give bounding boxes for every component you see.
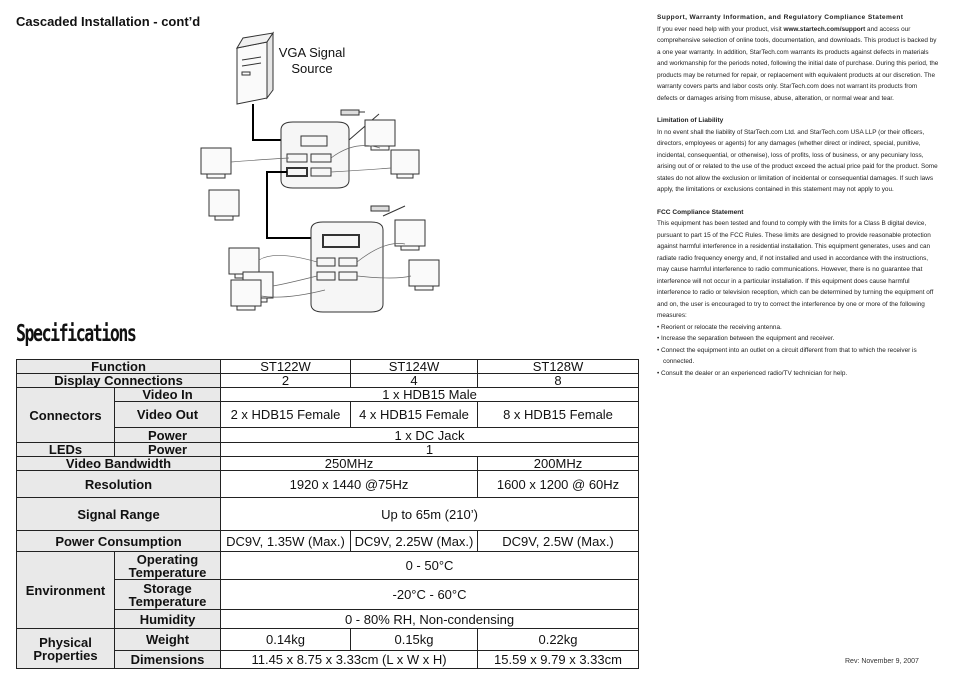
table-cell: 250MHz (220, 456, 479, 471)
model-cell: ST124W (350, 359, 479, 374)
revision-date: Rev: November 9, 2007 (845, 658, 919, 665)
table-cell: DC9V, 2.25W (Max.) (350, 530, 479, 552)
support-paragraph: If you ever need help with your product,… (657, 25, 939, 102)
table-cell: 0.22kg (477, 628, 640, 651)
resolution-header: Resolution (15, 470, 222, 498)
table-row: LEDs Power 1 (16, 442, 640, 457)
environment-header: Environment (16, 551, 115, 629)
connectors-header: Connectors (16, 387, 115, 443)
function-header: Function (15, 359, 222, 374)
list-item: • Consult the dealer or an experienced r… (657, 369, 848, 377)
table-row: Power Consumption DC9V, 1.35W (Max.) DC9… (15, 530, 640, 552)
signal-range-header: Signal Range (15, 497, 222, 531)
table-cell: 15.59 x 9.79 x 3.33cm (477, 650, 640, 669)
table-cell: 2 (220, 373, 352, 388)
fcc-title: FCC Compliance Statement (657, 208, 744, 216)
table-cell: 1 x DC Jack (220, 427, 640, 443)
model-cell: ST122W (220, 359, 352, 374)
video-bandwidth-header: Video Bandwidth (15, 456, 222, 471)
weight-header: Weight (113, 628, 222, 651)
fcc-measures-list: • Reorient or relocate the receiving ant… (657, 322, 939, 380)
pc-tower-icon (235, 31, 275, 105)
table-row: Video Out 2 x HDB15 Female 4 x HDB15 Fem… (17, 401, 640, 428)
table-cell: 8 (477, 373, 640, 388)
table-cell: 11.45 x 8.75 x 3.33cm (L x W x H) (220, 650, 479, 669)
page-title: Cascaded Installation - cont’d (16, 14, 201, 29)
table-row: Display Connections 2 4 8 (15, 373, 640, 388)
table-row: Resolution 1920 x 1440 @75Hz 1600 x 1200… (15, 470, 640, 498)
table-cell: -20°C - 60°C (220, 579, 640, 610)
table-cell: 1600 x 1200 @ 60Hz (477, 470, 640, 498)
liability-title: Limitation of Liability (657, 117, 724, 124)
support-column: Support, Warranty Information, and Regul… (657, 12, 939, 379)
vga-source-label: VGA Signal Source (278, 45, 346, 76)
table-cell: 1 x HDB15 Male (220, 387, 640, 402)
table-cell: 2 x HDB15 Female (220, 401, 352, 428)
table-cell: 200MHz (477, 456, 640, 471)
splitter-unit-1-icon (280, 121, 350, 189)
list-item: • Connect the equipment into an outlet o… (657, 346, 917, 366)
table-row: Connectors Video In 1 x HDB15 Male (16, 387, 640, 443)
power-consumption-header: Power Consumption (15, 530, 222, 552)
table-cell: 8 x HDB15 Female (477, 401, 640, 428)
monitor-icon (200, 119, 440, 311)
table-row: Physical Properties Weight 0.14kg 0.15kg… (16, 628, 640, 669)
model-cell: ST128W (477, 359, 640, 374)
leds-header: LEDs (16, 442, 115, 457)
table-cell: 4 (350, 373, 479, 388)
display-connections-header: Display Connections (15, 373, 222, 388)
table-cell: 0.14kg (220, 628, 352, 651)
table-row: Dimensions 11.45 x 8.75 x 3.33cm (L x W … (17, 650, 640, 669)
video-out-header: Video Out (113, 401, 222, 428)
list-item: • Increase the separation between the eq… (657, 335, 835, 342)
table-row: Signal Range Up to 65m (210’) (15, 497, 640, 531)
operating-temperature-header: Operating Temperature (113, 551, 222, 580)
power-header: Power (113, 427, 222, 443)
splitter-unit-2-icon (310, 221, 384, 313)
table-row: Storage Temperature -20°C - 60°C (17, 579, 640, 610)
table-cell: DC9V, 1.35W (Max.) (220, 530, 352, 552)
physical-properties-header: Physical Properties (16, 628, 115, 669)
table-row: Environment Operating Temperature 0 - 50… (16, 551, 640, 629)
table-row: Function ST122W ST124W ST128W (15, 359, 640, 374)
liability-paragraph: In no event shall the liability of StarT… (657, 128, 938, 194)
storage-temperature-header: Storage Temperature (113, 579, 222, 610)
cascaded-installation-diagram (200, 31, 440, 313)
support-title: Support, Warranty Information, and Regul… (657, 14, 904, 21)
table-cell: 0 - 50°C (220, 551, 640, 580)
table-cell: 0 - 80% RH, Non-condensing (220, 609, 640, 629)
table-cell: 0.15kg (350, 628, 479, 651)
table-cell: DC9V, 2.5W (Max.) (477, 530, 640, 552)
table-cell: Up to 65m (210’) (220, 497, 640, 531)
humidity-header: Humidity (113, 609, 222, 629)
table-cell: 1920 x 1440 @75Hz (220, 470, 479, 498)
list-item: • Reorient or relocate the receiving ant… (657, 323, 782, 331)
leds-power-header: Power (113, 442, 222, 457)
specifications-heading: Specifications (16, 321, 137, 347)
specifications-table: Function ST122W ST124W ST128W Display Co… (15, 359, 640, 669)
table-cell: 4 x HDB15 Female (350, 401, 479, 428)
dimensions-header: Dimensions (113, 650, 222, 669)
video-in-header: Video In (113, 387, 222, 402)
fcc-paragraph: This equipment has been tested and found… (657, 220, 934, 319)
table-cell: 1 (220, 442, 640, 457)
support-link[interactable]: www.startech.com/support (783, 25, 866, 33)
table-row: Video Bandwidth 250MHz 200MHz (15, 456, 640, 471)
